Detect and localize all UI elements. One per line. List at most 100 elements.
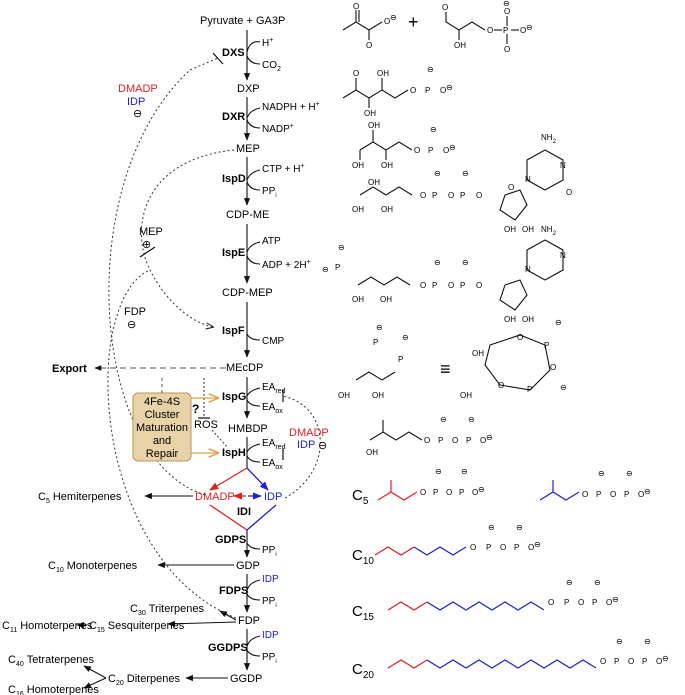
svg-text:O: O bbox=[582, 490, 588, 499]
svg-text:⊖: ⊖ bbox=[534, 540, 541, 549]
svg-text:O: O bbox=[414, 146, 420, 155]
svg-text:O: O bbox=[476, 281, 482, 290]
structure-mecdp: P P ⊖ ⊖ OH OH ≡ O P O P O ⊖ ⊖ OH OH bbox=[338, 318, 567, 400]
svg-text:OH: OH bbox=[460, 391, 472, 400]
svg-text:O: O bbox=[420, 191, 426, 200]
cluster-line-4: and bbox=[153, 435, 171, 447]
svg-text:O: O bbox=[578, 598, 584, 607]
svg-text:OH: OH bbox=[352, 295, 364, 304]
svg-text:⊖: ⊖ bbox=[462, 169, 469, 178]
svg-text:P: P bbox=[459, 488, 464, 497]
svg-text:P: P bbox=[460, 191, 465, 200]
svg-text:O: O bbox=[504, 45, 510, 54]
enzyme-ispf: IspF bbox=[222, 325, 245, 337]
cluster-maturation-box: 4Fe-4S Cluster Maturation and Repair bbox=[132, 375, 218, 462]
svg-text:P: P bbox=[373, 338, 378, 347]
svg-text:OH: OH bbox=[472, 349, 484, 358]
svg-text:O: O bbox=[528, 543, 534, 552]
svg-text:⊖: ⊖ bbox=[594, 578, 601, 587]
svg-text:O: O bbox=[470, 543, 476, 552]
svg-text:O: O bbox=[440, 86, 446, 95]
reg-mep-label: MEP bbox=[139, 226, 163, 238]
svg-text:O: O bbox=[487, 26, 493, 35]
enzyme-idi: IDI bbox=[237, 506, 251, 518]
svg-text:O: O bbox=[472, 488, 478, 497]
svg-text:N: N bbox=[525, 175, 531, 184]
svg-text:⊖: ⊖ bbox=[468, 415, 475, 424]
svg-text:⊖: ⊖ bbox=[435, 467, 442, 476]
svg-text:OH: OH bbox=[368, 121, 380, 130]
svg-text:P: P bbox=[596, 490, 601, 499]
svg-text:O: O bbox=[446, 488, 452, 497]
svg-text:⊖: ⊖ bbox=[488, 523, 495, 532]
reg-dmadp-label: DMADP bbox=[118, 83, 158, 95]
svg-text:O: O bbox=[508, 183, 514, 192]
structure-dxp: O OH OH O P ⊖ O ⊖ bbox=[342, 65, 453, 118]
main-pathway: Pyruvate + GA3P DXS H+ CO2 DXP DXR NADPH… bbox=[195, 15, 320, 685]
svg-text:OH: OH bbox=[504, 315, 516, 324]
structure-pyruvate: O O O ⊖ bbox=[342, 2, 397, 50]
svg-text:O: O bbox=[656, 657, 662, 666]
svg-text:⊖: ⊖ bbox=[449, 143, 456, 152]
structure-gdp: O P O P O ⊖ ⊖ ⊖ bbox=[374, 523, 541, 556]
svg-text:⊖: ⊖ bbox=[598, 469, 605, 478]
svg-text:O: O bbox=[442, 3, 448, 12]
svg-text:O: O bbox=[384, 17, 390, 26]
svg-text:P: P bbox=[544, 341, 549, 350]
svg-text:O: O bbox=[448, 281, 454, 290]
reg-question: ? bbox=[192, 402, 199, 416]
svg-text:P: P bbox=[432, 191, 437, 200]
svg-text:P: P bbox=[624, 490, 629, 499]
structure-cdp-mep: P ⊖ ⊖ OH OH O P O P O ⊖ ⊖ OH OH N N NH2 bbox=[322, 225, 566, 324]
svg-text:O: O bbox=[424, 436, 430, 445]
cofactor-cmp: CMP bbox=[262, 336, 285, 347]
svg-text:P: P bbox=[514, 543, 519, 552]
metabolite-pyruvate-ga3p: Pyruvate + GA3P bbox=[200, 15, 285, 27]
svg-text:⊖: ⊖ bbox=[566, 578, 573, 587]
svg-text:P: P bbox=[428, 146, 433, 155]
metabolite-fdp: FDP bbox=[238, 615, 260, 627]
nh2-label-2: NH2 bbox=[541, 225, 557, 237]
svg-text:P: P bbox=[432, 281, 437, 290]
enzyme-fdps: FDPS bbox=[219, 585, 248, 597]
svg-text:OH: OH bbox=[338, 391, 350, 400]
cofactor-ea-red-h: EAred bbox=[262, 438, 286, 451]
metabolite-dmadp: DMADP bbox=[195, 491, 235, 503]
svg-text:O: O bbox=[550, 363, 556, 372]
svg-text:P: P bbox=[335, 263, 340, 272]
structure-ggdp: O P O P O ⊖ ⊖ ⊖ bbox=[387, 637, 669, 669]
svg-text:⊖: ⊖ bbox=[430, 125, 437, 134]
metabolite-ggdp: GGDP bbox=[230, 673, 262, 685]
svg-text:OH: OH bbox=[381, 161, 393, 170]
svg-text:OH: OH bbox=[504, 225, 516, 234]
svg-text:⊖: ⊖ bbox=[376, 323, 383, 332]
enzyme-dxr: DXR bbox=[222, 111, 245, 123]
reg-fdp-label: FDP bbox=[124, 306, 146, 318]
svg-text:O: O bbox=[480, 436, 486, 445]
structure-cdp-me: OH OH OH O P O P O ⊖ ⊖ O OH OH N N NH2 O bbox=[352, 133, 572, 234]
svg-text:P: P bbox=[433, 488, 438, 497]
svg-text:O: O bbox=[410, 86, 416, 95]
cluster-line-2: Cluster bbox=[145, 409, 180, 421]
enzyme-ispe: IspE bbox=[222, 247, 245, 259]
svg-text:O: O bbox=[638, 490, 644, 499]
svg-text:⊖: ⊖ bbox=[402, 333, 409, 342]
metabolite-hmbdp: HMBDP bbox=[228, 423, 268, 435]
svg-text:P: P bbox=[398, 355, 403, 364]
cofactor-ea-ox-g: EAox bbox=[262, 402, 283, 415]
svg-text:OH: OH bbox=[366, 448, 378, 457]
enzyme-gdps: GDPS bbox=[215, 534, 246, 546]
svg-text:O: O bbox=[366, 41, 372, 50]
svg-text:O: O bbox=[566, 188, 572, 197]
label-c15: C15 bbox=[352, 603, 374, 623]
svg-text:N: N bbox=[560, 251, 566, 260]
cofactor-idp-in-1: IDP bbox=[262, 574, 279, 585]
svg-text:⊖: ⊖ bbox=[560, 383, 567, 392]
metabolite-idp: IDP bbox=[264, 491, 282, 503]
cluster-line-3: Maturation bbox=[136, 422, 188, 434]
label-c20: C20 bbox=[352, 661, 374, 681]
metabolite-dxp: DXP bbox=[237, 83, 260, 95]
svg-text:O: O bbox=[452, 436, 458, 445]
